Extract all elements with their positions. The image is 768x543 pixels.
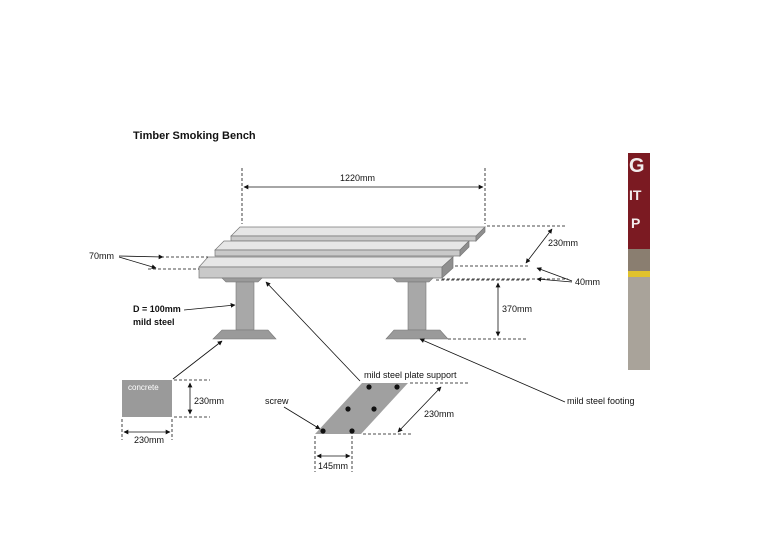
leg-footing-right	[385, 329, 449, 340]
screw-hole	[371, 406, 377, 412]
leg-plate-top-left	[221, 277, 263, 283]
leg-height-label: 370mm	[502, 304, 532, 314]
plate-width-label: 145mm	[318, 461, 348, 471]
slat-front-top	[198, 256, 454, 268]
screw-hole	[320, 428, 326, 434]
plate-length-label: 230mm	[424, 409, 454, 419]
dimension-leg-height: 370mm	[436, 279, 532, 340]
leg-material-label: mild steel	[133, 317, 175, 327]
slat-back-side	[475, 226, 486, 242]
bench-leg-right	[385, 277, 449, 340]
leg-footing-left	[212, 329, 277, 340]
slat-gap-label: 40mm	[575, 277, 600, 287]
leg-material-callout: D = 100mm mild steel	[133, 303, 236, 327]
screw-label: screw	[265, 396, 289, 406]
slat-front-front	[198, 266, 443, 279]
leg-plate-top-right	[392, 277, 434, 283]
slat-back-front	[230, 235, 477, 242]
dimension-slat-thickness: 70mm	[89, 251, 208, 270]
slat-middle-side	[459, 240, 470, 257]
diagram-title: Timber Smoking Bench	[133, 130, 256, 142]
screw-hole	[366, 384, 372, 390]
leg-post-right	[407, 281, 427, 331]
plate-support-label: mild steel plate support	[364, 370, 457, 380]
concrete-block	[122, 380, 172, 417]
svg-text:IT: IT	[629, 187, 642, 203]
dimension-depth: 230mm	[455, 225, 578, 267]
concrete-detail: concrete 230mm 230mm	[121, 340, 224, 445]
depth-label: 230mm	[548, 238, 578, 248]
screw-hole	[349, 428, 355, 434]
bench-seat	[198, 226, 486, 279]
leg-diameter-label: D = 100mm	[133, 304, 181, 314]
concrete-width-label: 230mm	[134, 435, 164, 445]
slat-middle-top	[214, 240, 470, 251]
screw-hole	[345, 406, 351, 412]
dimension-slat-gap: 40mm	[442, 267, 600, 287]
footing-callout: mild steel footing	[419, 338, 635, 406]
svg-text:P: P	[631, 215, 640, 231]
slat-thickness-label: 70mm	[89, 251, 114, 261]
screw-hole	[394, 384, 400, 390]
slat-front-side	[441, 256, 454, 279]
sign-photo: G IT P	[628, 153, 650, 370]
dimension-length: 1220mm	[241, 168, 486, 224]
slat-back-top	[230, 226, 486, 237]
concrete-label: concrete	[128, 383, 159, 392]
leg-post-left	[235, 281, 255, 331]
bench-leg-left	[212, 277, 277, 340]
slat-middle-front	[214, 249, 461, 257]
plate-support	[315, 383, 408, 434]
footing-label: mild steel footing	[567, 396, 635, 406]
plate-support-detail: mild steel plate support screw 230mm 145…	[265, 281, 470, 472]
svg-text:G: G	[629, 155, 645, 177]
concrete-height-label: 230mm	[194, 396, 224, 406]
length-label: 1220mm	[340, 173, 375, 183]
